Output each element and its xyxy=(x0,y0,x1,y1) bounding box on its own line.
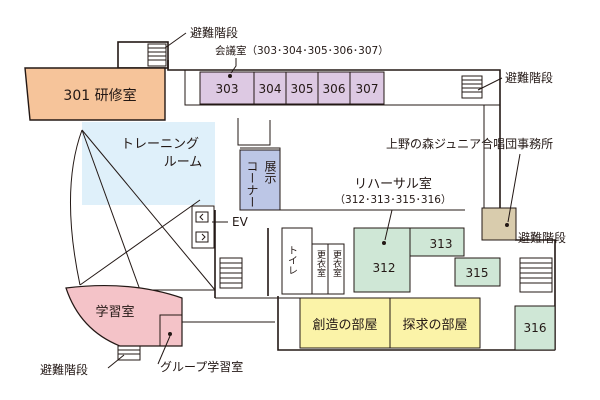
room-312-label: 312 xyxy=(373,261,396,275)
group-study-leader-line xyxy=(157,335,171,365)
stair-top-left-label: 避難階段 xyxy=(190,25,238,40)
training-arc xyxy=(69,129,83,286)
stair-top-left-leader xyxy=(164,32,187,49)
room-315-label: 315 xyxy=(466,266,489,280)
training-room-lines xyxy=(69,129,216,291)
meeting-leader-dot xyxy=(228,74,232,78)
training-label-2: ルーム xyxy=(164,155,203,170)
group-study-label: グループ学習室 xyxy=(160,359,243,374)
room-inquiry xyxy=(389,297,481,349)
room-307 xyxy=(349,71,385,105)
wall-stair-top-left xyxy=(117,41,169,69)
changing-label-2: 更衣室 xyxy=(331,250,342,277)
stair-right-middle-label: 避難階段 xyxy=(518,230,566,245)
elevator-label: EV xyxy=(232,215,249,229)
room-305-label: 305 xyxy=(291,82,314,96)
wall-small-block xyxy=(237,118,271,146)
room-304-label: 304 xyxy=(259,82,282,96)
training-label-1: トレーニング xyxy=(121,137,199,152)
wall-south xyxy=(277,296,555,351)
stair-bottom-left-label: 避難階段 xyxy=(40,362,88,377)
wall-north xyxy=(167,60,501,210)
exhibition-label-2: コーナー xyxy=(245,160,259,208)
rehearsal-rooms: 312 313 315 316 xyxy=(353,227,556,351)
changing-label-1: 更衣室 xyxy=(315,250,326,277)
group-study-leader-dot xyxy=(168,332,172,336)
stair-icon xyxy=(117,345,141,361)
rehearsal-hall-label: リハーサル室 xyxy=(354,176,432,192)
inquiry-room-label: 探求の部屋 xyxy=(402,318,467,333)
stair-bottom-left-leader xyxy=(107,354,125,369)
training-line-2 xyxy=(81,129,141,291)
room-316 xyxy=(514,305,556,351)
room-301-label: 301 研修室 xyxy=(63,87,136,104)
room-301-seminar xyxy=(24,67,166,121)
room-315 xyxy=(454,257,501,287)
room-group-study xyxy=(159,314,183,347)
exhibition-label-1: 展示 xyxy=(263,160,277,184)
room-313-label: 313 xyxy=(430,237,453,251)
meeting-hall-label: 会議室（303･304･305･306･307） xyxy=(215,44,389,57)
room-training xyxy=(82,122,215,205)
room-exhibition-corner xyxy=(239,149,281,211)
training-line-3 xyxy=(79,199,201,286)
wall-corridor-north xyxy=(184,70,500,106)
rehearsal-leader-dot xyxy=(382,241,386,245)
training-line-1 xyxy=(81,129,216,291)
meeting-rooms: 303 304 305 306 307 xyxy=(199,71,385,105)
meeting-leader-line xyxy=(230,58,237,74)
room-creative xyxy=(299,297,391,349)
rooms: 301 研修室 303 304 305 306 307 会議室（303･304･… xyxy=(24,44,556,374)
office-leader-line xyxy=(507,153,521,223)
room-junior-choir-office xyxy=(481,207,517,241)
room-303-label: 303 xyxy=(216,82,239,96)
stair-icon xyxy=(461,75,483,99)
rehearsal-numbers-label: （312･313･315･316） xyxy=(335,194,452,206)
creative-room-label: 創造の部屋 xyxy=(312,318,377,333)
room-303 xyxy=(199,71,255,105)
study-room-label: 学習室 xyxy=(95,304,134,320)
room-305 xyxy=(285,71,319,105)
stair-icon xyxy=(147,43,167,67)
stair-icon xyxy=(219,257,243,289)
stair-right-upper-leader xyxy=(477,77,503,91)
toilet-label: トイレ xyxy=(286,245,298,275)
rehearsal-leader-line xyxy=(384,209,393,241)
office-leader-dot xyxy=(505,223,509,227)
elevator-icon xyxy=(195,211,209,243)
stair-right-upper-label: 避難階段 xyxy=(505,70,553,85)
room-307-label: 307 xyxy=(356,82,379,96)
office-label: 上野の森ジュニア合唱団事務所 xyxy=(386,136,553,151)
room-313 xyxy=(409,227,465,257)
room-changing-2 xyxy=(327,243,345,295)
stairs: 避難階段 避難階段 避難階段 避難階段 xyxy=(40,25,566,377)
room-306 xyxy=(317,71,351,105)
stair-icon xyxy=(519,257,553,293)
room-306-label: 306 xyxy=(323,82,346,96)
building-walls xyxy=(117,41,556,351)
room-312 xyxy=(353,227,411,293)
elevator-shaft xyxy=(191,205,215,249)
room-316-label: 316 xyxy=(524,321,547,335)
